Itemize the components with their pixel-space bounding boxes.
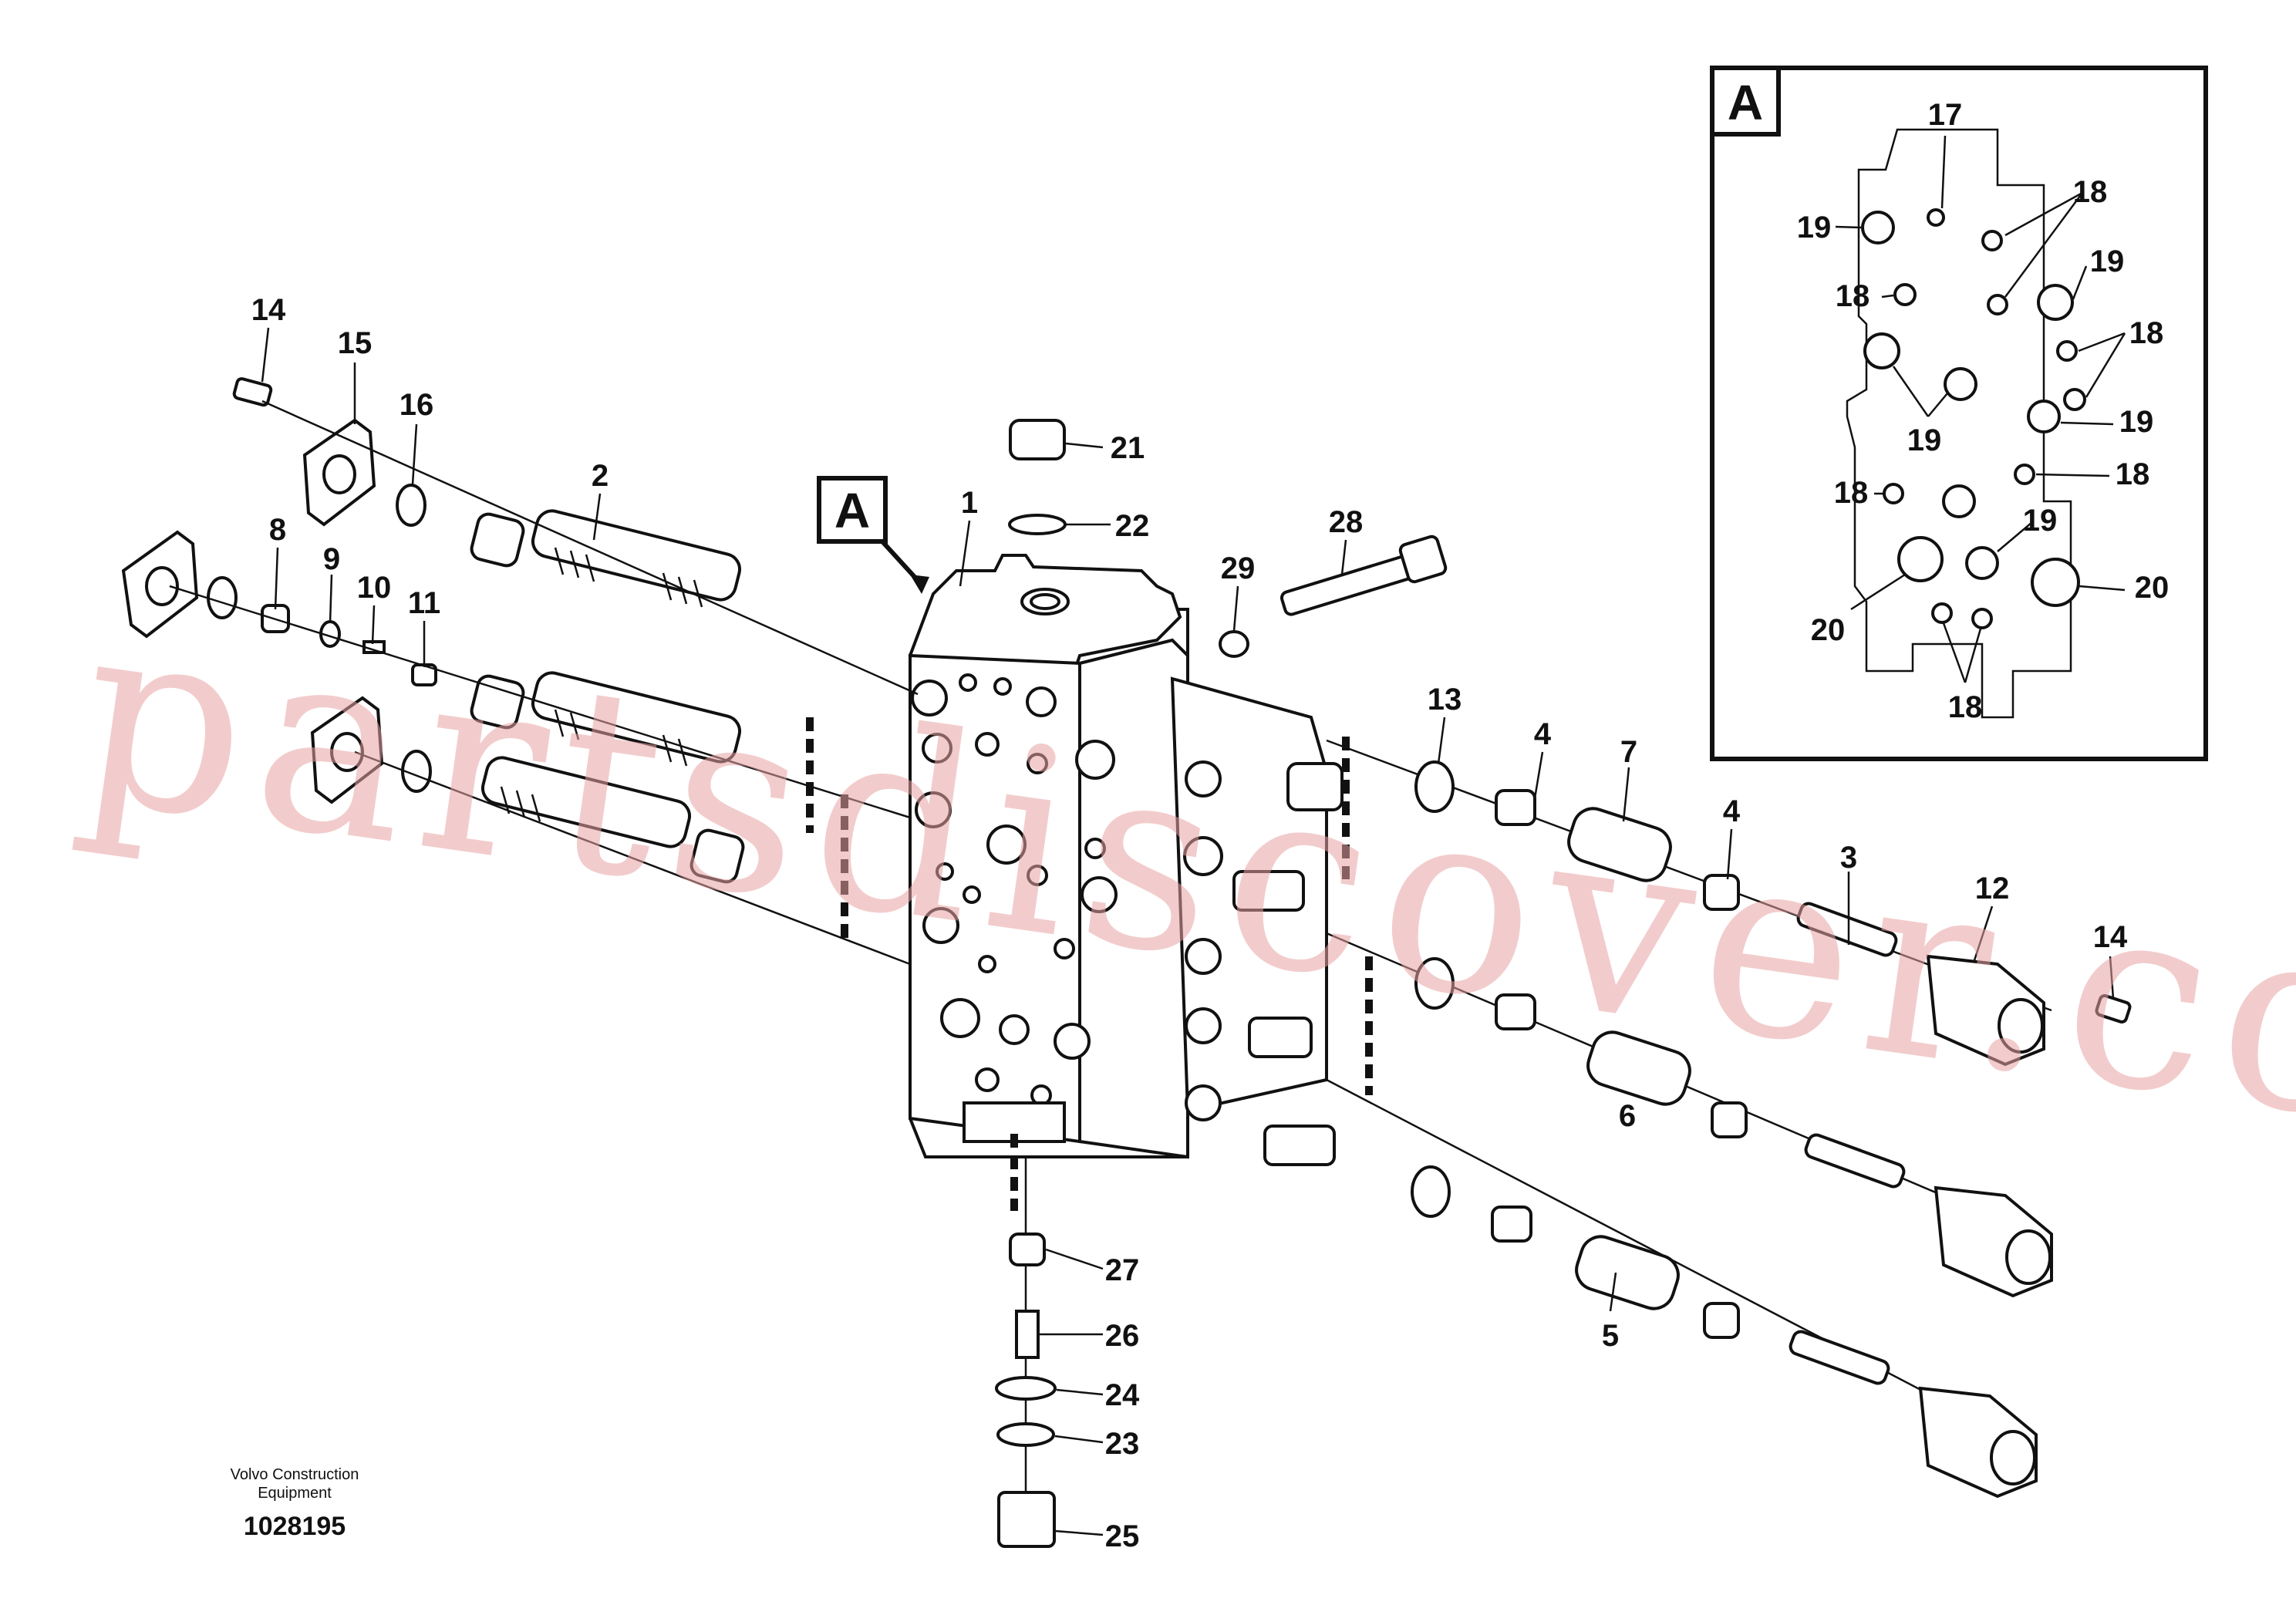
bolt-14-right [2095,994,2132,1023]
detail-label-19-d: 19 [2119,405,2154,439]
detail-label-19-b: 19 [2090,244,2125,278]
callout-10: 10 [357,571,392,605]
plug-25 [997,1491,1056,1548]
o-ring-16 [396,484,426,527]
company-name-line2: Equipment [258,1485,332,1502]
callout-1: 1 [961,486,978,520]
footer: Volvo Construction Equipment 1028195 [231,1466,359,1541]
callout-11: 11 [408,586,440,620]
detail-label-20-a: 20 [1811,613,1846,647]
spring-6 [1586,1030,1691,1106]
detail-label-18-f: 18 [1948,690,1983,724]
o-ring-13 [1414,760,1455,813]
callout-25: 25 [1105,1519,1140,1553]
callout-6: 6 [1619,1099,1636,1133]
left-components [121,377,919,966]
spring-26 [1015,1310,1040,1359]
detail-view-a: A [1710,66,2208,761]
callout-12: 12 [1975,872,2010,905]
bolt-14-left [232,377,273,407]
spool-lower [480,756,745,884]
callout-22: 22 [1115,509,1150,543]
plug-21 [1009,419,1066,460]
o-ring-24 [995,1376,1057,1401]
seat-4-upper [1495,789,1536,826]
callout-14-right: 14 [2093,920,2128,954]
washer-29 [1219,630,1249,658]
callout-21: 21 [1111,431,1145,465]
detail-label-17: 17 [1928,98,1963,132]
diagram-number: 1028195 [244,1512,346,1541]
view-tag-main-letter: A [834,483,870,538]
o-ring-22 [1008,514,1067,535]
top-components [1008,419,1448,658]
callout-8: 8 [269,513,286,547]
callout-26: 26 [1105,1319,1140,1353]
cover-plate-15 [302,418,376,527]
detail-label-18-b: 18 [1836,279,1870,313]
callout-29: 29 [1221,551,1256,585]
spring-5 [1575,1235,1680,1310]
view-tag-main: A [817,476,888,544]
callout-5: 5 [1602,1319,1619,1353]
callout-leaders [261,327,2115,1536]
detail-label-19-e: 19 [2023,504,2058,538]
callout-27: 27 [1105,1253,1140,1287]
callout-15: 15 [338,326,373,360]
detail-label-19-a: 19 [1797,211,1832,244]
company-name-line1: Volvo Construction [231,1466,359,1483]
callout-13: 13 [1428,683,1462,717]
callout-24: 24 [1105,1378,1140,1412]
plug-27 [1009,1233,1046,1266]
callout-9: 9 [323,542,340,576]
dashed-brackets [806,717,1373,1211]
callout-16: 16 [400,388,434,422]
detail-label-18-e: 18 [2116,457,2150,491]
cover-plate-lower [310,696,384,804]
detail-label-18-d: 18 [1834,476,1869,510]
callout-4-upper: 4 [1534,717,1552,751]
callout-4-lower: 4 [1723,794,1741,828]
ring-23 [996,1422,1055,1447]
spool-2 [470,509,742,608]
callout-3: 3 [1840,841,1857,875]
detail-view-letter: A [1728,75,1763,130]
detail-label-18-a: 18 [2073,175,2108,209]
bottom-components [995,1157,1057,1548]
valve-block [908,554,1344,1166]
seat-4-lower [1703,874,1740,911]
detail-label-20-b: 20 [2135,571,2170,605]
callout-2: 2 [592,459,609,493]
right-components [1326,739,2132,1499]
spool-middle [470,671,742,767]
callout-23: 23 [1105,1427,1140,1461]
cover-plate-left [121,530,199,639]
rod-3 [1796,902,1898,957]
callout-14-left: 14 [251,293,286,327]
detail-label-19-c: 19 [1907,423,1942,457]
callout-labels: 1 2 3 4 4 5 6 7 8 9 10 11 12 13 14 14 15… [251,293,2128,1553]
callout-7: 7 [1620,735,1637,769]
spring-7 [1567,807,1672,882]
callout-28: 28 [1329,505,1364,539]
detail-label-18-c: 18 [2129,316,2164,350]
